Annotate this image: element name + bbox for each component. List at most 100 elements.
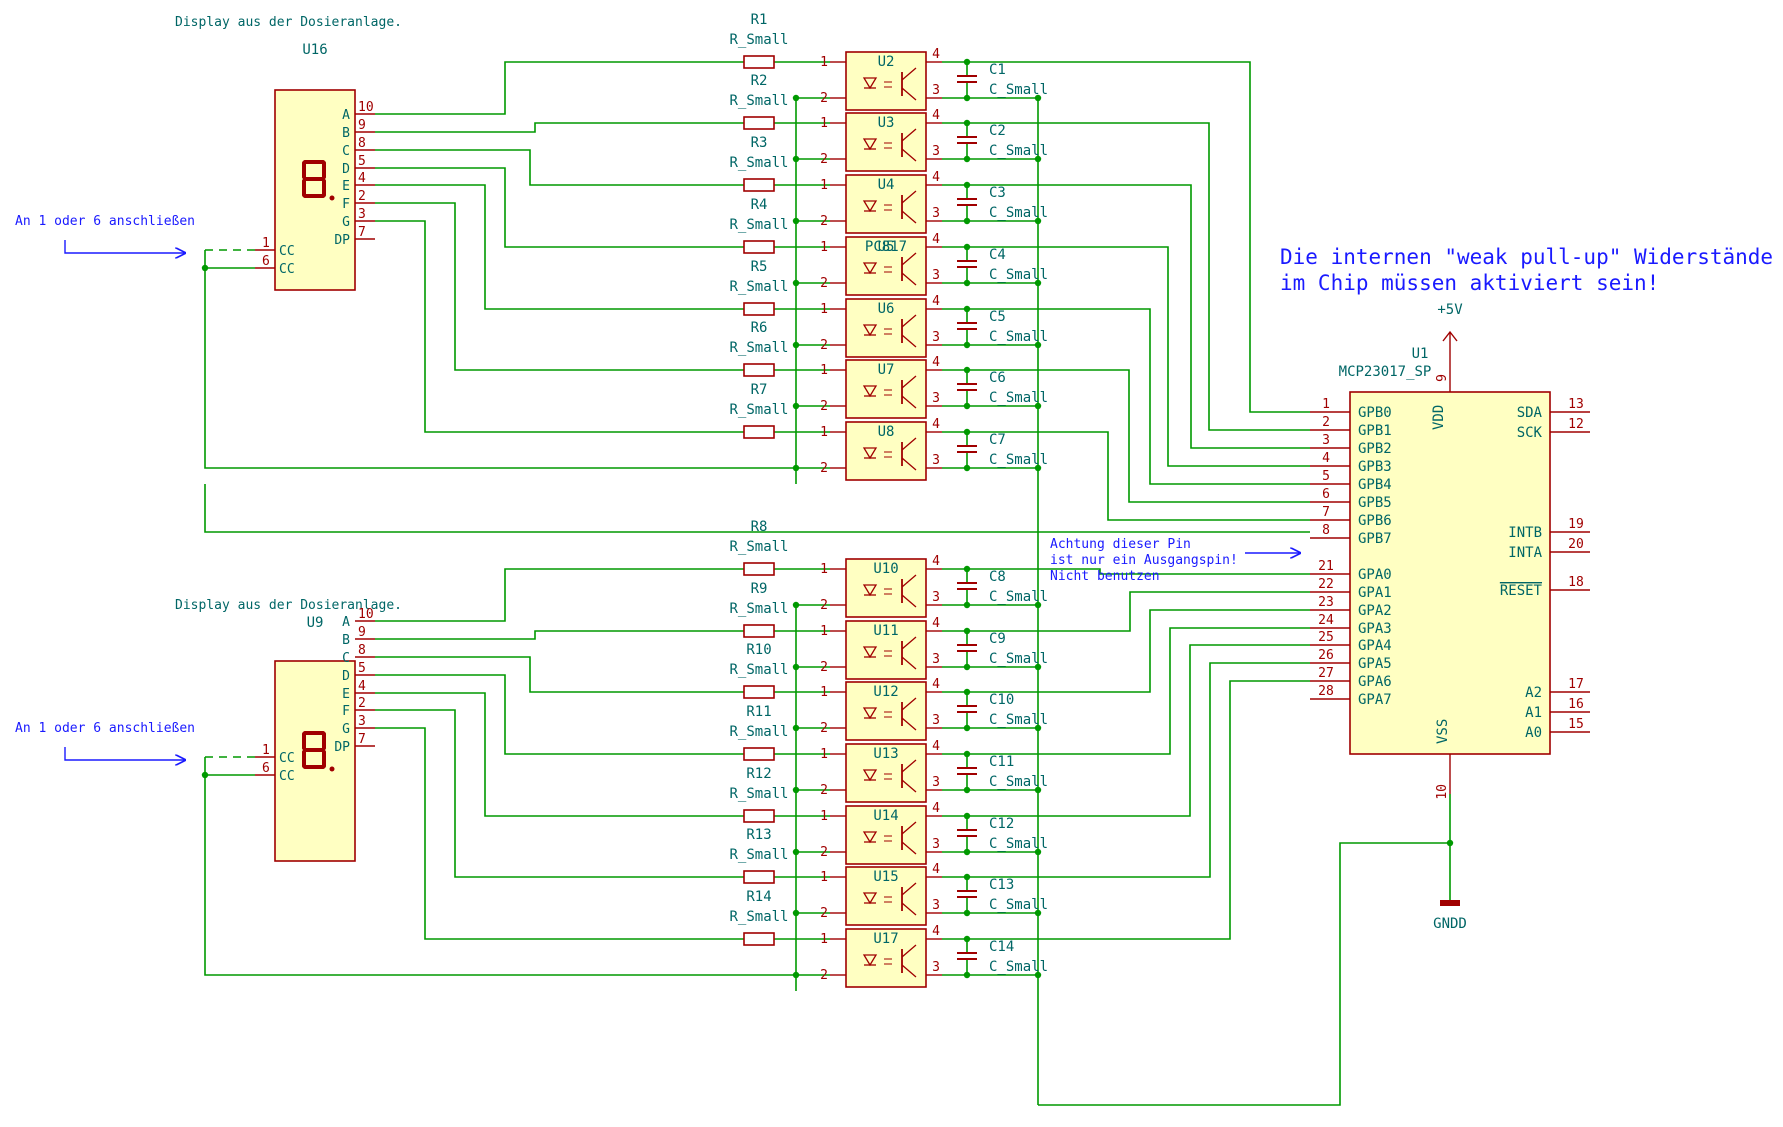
opto-pin-number: 4: [932, 355, 940, 370]
opto-pin-number: 4: [932, 924, 940, 939]
opto-pin-number: 3: [932, 391, 940, 406]
led-symbol: [862, 954, 878, 967]
capacitor-value: C_Small: [989, 82, 1048, 98]
mcu-pin-name: GPA6: [1358, 674, 1392, 690]
opto-pin-number: 1: [820, 116, 828, 131]
resistor-ref: R12: [746, 766, 771, 782]
light-arrows: [884, 451, 892, 458]
wire-opto-pin3: [942, 589, 968, 606]
wire-opto-pin4: [942, 691, 968, 706]
resistor-ref: R4: [751, 197, 768, 213]
mcu-pin-number: 5: [1322, 469, 1330, 484]
display-pin-label: E: [342, 687, 350, 702]
resistor-value: R_Small: [729, 402, 788, 418]
capacitor-ref: C13: [989, 877, 1014, 893]
capacitor-value: C_Small: [989, 959, 1048, 975]
mcu-pin-name: GPB5: [1358, 495, 1392, 511]
wire-segment-1: [375, 630, 744, 640]
light-arrows: [884, 896, 892, 903]
pullup-note-line2: im Chip müssen aktiviert sein!: [1280, 271, 1659, 295]
resistor-value: R_Small: [729, 279, 788, 295]
gnd-symbol: [1440, 900, 1460, 906]
mcu-pin-number: 1: [1322, 397, 1330, 412]
wire-opto-pin3: [942, 452, 968, 469]
display-pin-number: 7: [358, 732, 366, 747]
wire-opto-pin3: [942, 329, 968, 346]
capacitor-value: C_Small: [989, 589, 1048, 605]
resistor-ref: R13: [746, 827, 771, 843]
mcu-pin-number: 10: [1435, 784, 1450, 800]
display-pin-number: 1: [262, 743, 270, 758]
mcu-pin-name: VSS: [1435, 719, 1451, 744]
wire-gpb-5: [967, 369, 1310, 503]
opto-pin-number: 4: [932, 108, 940, 123]
display-pin-label: C: [342, 144, 350, 159]
wire-opto-pin3: [942, 267, 968, 284]
led-symbol: [862, 584, 878, 597]
wire-opto-pin4: [942, 184, 968, 199]
light-arrows: [884, 773, 892, 780]
display-title: Display aus der Dosieranlage.: [175, 15, 402, 30]
wire-gpa-1: [967, 591, 1310, 632]
capacitor-ref: C6: [989, 370, 1006, 386]
resistor-body: [743, 685, 775, 699]
wire-gpb-1: [967, 122, 1310, 431]
capacitor-ref: C4: [989, 247, 1006, 263]
resistor-value: R_Small: [729, 847, 788, 863]
wire-opto-pin4: [942, 61, 968, 76]
resistor-body: [743, 302, 775, 316]
transistor-leads: [901, 437, 917, 471]
optocoupler-body: [845, 51, 927, 111]
wire-opto-pin4: [942, 246, 968, 261]
wire-gpa-3: [967, 627, 1310, 755]
resistor-ref: R1: [751, 12, 768, 28]
display-pin-label: F: [342, 704, 350, 719]
opto-pin-number: 2: [820, 91, 828, 106]
mcu-pin-name: RESET: [1500, 583, 1543, 599]
opto-pin-number: 4: [932, 862, 940, 877]
wire-segment-4: [375, 692, 744, 817]
capacitor-value: C_Small: [989, 205, 1048, 221]
wire-opto-pin3: [942, 774, 968, 791]
mcu-pin-number: 8: [1322, 523, 1330, 538]
opto-pin-number: 3: [932, 837, 940, 852]
display-pin-number: 5: [358, 661, 366, 676]
capacitor-value: C_Small: [989, 651, 1048, 667]
transistor-leads: [901, 574, 917, 608]
mcu-pin-number: 3: [1322, 433, 1330, 448]
resistor-value: R_Small: [729, 340, 788, 356]
opto-pin-number: 4: [932, 801, 940, 816]
resistor-body: [743, 747, 775, 761]
opto-pin-number: 3: [932, 206, 940, 221]
junction-dot: [963, 217, 971, 225]
transistor-leads: [901, 636, 917, 670]
optocoupler-body: [845, 558, 927, 618]
wire-opto-pin3: [942, 897, 968, 914]
display-pin-number: 3: [358, 714, 366, 729]
optocoupler-ref: U15: [873, 869, 898, 885]
led-symbol: [862, 831, 878, 844]
opto-pin-number: 1: [820, 932, 828, 947]
wire-segment-2: [375, 149, 744, 186]
capacitor-ref: C8: [989, 569, 1006, 585]
optocoupler-body: [845, 805, 927, 865]
wire-gpb6: [204, 484, 1310, 533]
opto-pin-number: 1: [820, 55, 828, 70]
optocoupler-body: [845, 236, 927, 296]
display-pin-label: G: [342, 215, 350, 230]
mcu-pin-number: 17: [1568, 677, 1584, 692]
gpb7-note-line2: ist nur ein Ausgangspin!: [1050, 553, 1238, 568]
wire-gpb-2: [967, 184, 1310, 449]
display-pin-number: 8: [358, 136, 366, 151]
resistor-ref: R10: [746, 642, 771, 658]
display-pin-number: 9: [358, 118, 366, 133]
wire-gpa-6: [967, 680, 1310, 940]
opto-pin-number: 3: [932, 713, 940, 728]
wire-opto-pin4: [942, 938, 968, 953]
display-pin-number: 3: [358, 207, 366, 222]
mcu-pin-number: 26: [1318, 648, 1334, 663]
display-pin-number: 10: [358, 100, 374, 115]
mcu-pin-number: 4: [1322, 451, 1330, 466]
mcu-pin-name: GPB2: [1358, 441, 1392, 457]
